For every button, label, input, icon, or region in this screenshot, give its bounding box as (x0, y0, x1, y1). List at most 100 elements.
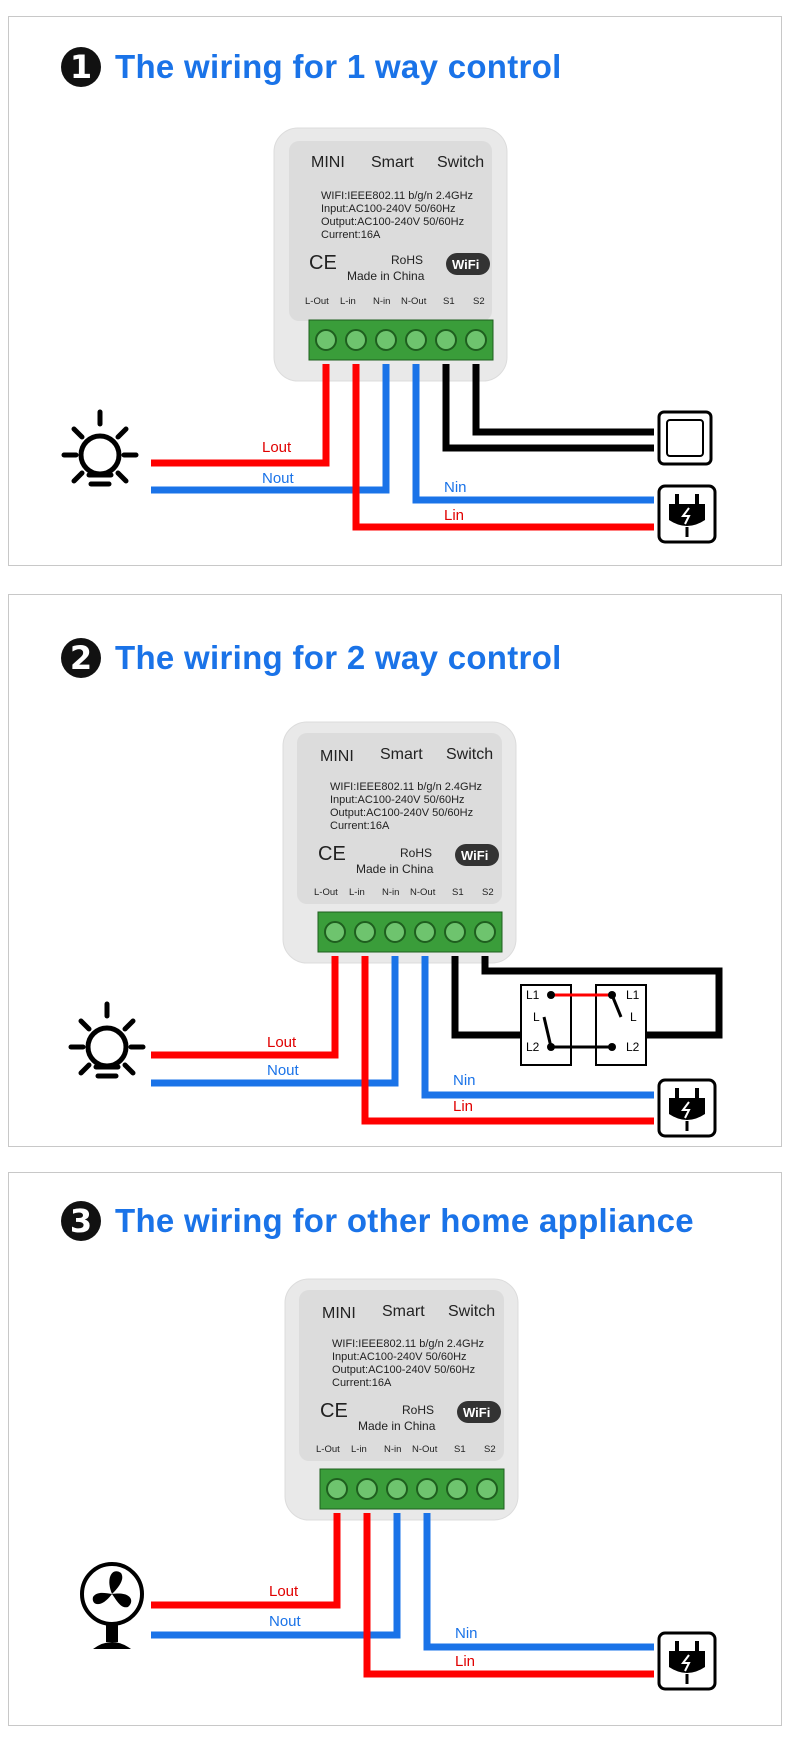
wire-label-nin: Nin (453, 1072, 476, 1089)
bulb-icon (61, 409, 139, 487)
wire-label-nin: Nin (444, 479, 467, 496)
section-title: The wiring for 2 way control (115, 639, 562, 676)
svg-text:WiFi: WiFi (461, 848, 488, 863)
wire-label-lout: Lout (262, 439, 292, 456)
wall-switch-icon (657, 410, 713, 466)
wire-label-nout: Nout (269, 1613, 302, 1630)
section-number-badge: 2 (61, 638, 101, 678)
ce-mark-icon: CE (320, 1400, 348, 1422)
section-title: The wiring for 1 way control (115, 48, 562, 85)
terminal-label: S2 (473, 296, 485, 307)
wire-label-lin: Lin (444, 507, 464, 524)
terminal-label: N-in (384, 1444, 401, 1455)
spec-line: WIFI:IEEE802.11 b/g/n 2.4GHz (330, 781, 482, 793)
section-2-panel: 2 The wiring for 2 way control MINI Smar… (8, 594, 782, 1147)
terminal-label: L-in (349, 887, 365, 898)
two-way-switch-pair: L1 L L2 L1 L L2 (520, 984, 647, 1066)
switch-terminal-l: L (630, 1010, 637, 1024)
ce-mark-icon: CE (318, 843, 346, 865)
spec-line: Input:AC100-240V 50/60Hz (321, 203, 456, 215)
section-2-heading: 2 The wiring for 2 way control (61, 638, 562, 678)
made-in-label: Made in China (356, 862, 434, 876)
wire-nout (151, 956, 399, 1087)
smart-switch-module: MINI Smart Switch WIFI:IEEE802.11 b/g/n … (273, 127, 508, 382)
terminal-label: S1 (452, 887, 464, 898)
wire-nin (421, 956, 654, 1099)
terminal-label: S2 (482, 887, 494, 898)
device-model: Smart (382, 1303, 425, 1320)
terminal-label: L-Out (305, 296, 329, 307)
wires (151, 364, 654, 531)
terminal-label: S1 (454, 1444, 466, 1455)
section-1-panel: 1 The wiring for 1 way control MINI Smar… (8, 16, 782, 566)
spec-line: WIFI:IEEE802.11 b/g/n 2.4GHz (321, 190, 473, 202)
made-in-label: Made in China (347, 269, 425, 283)
wire-lout (151, 956, 339, 1059)
rohs-label: RoHS (391, 253, 423, 267)
section-number-badge: 1 (61, 47, 101, 87)
terminal-label: S1 (443, 296, 455, 307)
switch-terminal-l: L (533, 1010, 540, 1024)
wire-label-lout: Lout (269, 1583, 299, 1600)
wifi-logo-icon: WiFi (457, 1401, 501, 1423)
spec-line: Current:16A (330, 820, 390, 832)
rohs-label: RoHS (402, 1403, 434, 1417)
terminal-label: N-in (373, 296, 390, 307)
spec-line: Input:AC100-240V 50/60Hz (330, 794, 465, 806)
terminal-label: N-in (382, 887, 399, 898)
rohs-label: RoHS (400, 846, 432, 860)
device-model: Smart (371, 154, 414, 171)
spec-line: Output:AC100-240V 50/60Hz (330, 807, 473, 819)
terminal-label: N-Out (412, 1444, 438, 1455)
spec-line: Current:16A (332, 1377, 392, 1389)
terminal-label: L-Out (314, 887, 338, 898)
wire-nout (151, 1513, 401, 1639)
wiring-diagram-1: MINI Smart Switch WIFI:IEEE802.11 b/g/n … (61, 127, 717, 544)
wire-label-lin: Lin (455, 1653, 475, 1670)
plug-icon (657, 484, 717, 544)
wire-lout (151, 364, 330, 467)
terminal-label: N-Out (401, 296, 427, 307)
spec-line: WIFI:IEEE802.11 b/g/n 2.4GHz (332, 1338, 484, 1350)
ce-mark-icon: CE (309, 252, 337, 274)
terminal-label: L-Out (316, 1444, 340, 1455)
wire-label-nout: Nout (262, 470, 295, 487)
wifi-logo-icon: WiFi (446, 253, 490, 275)
terminal-label: L-in (340, 296, 356, 307)
wiring-diagram-3: MINI Smart Switch WIFI:IEEE802.11 b/g/n … (80, 1278, 717, 1691)
wire-nin (423, 1513, 654, 1651)
section-3-panel: 3 The wiring for other home appliance MI… (8, 1172, 782, 1726)
wire-lout (151, 1513, 341, 1609)
wire-label-lout: Lout (267, 1034, 297, 1051)
fan-icon (80, 1562, 144, 1649)
wire-nin (412, 364, 654, 504)
wires (151, 1513, 654, 1678)
wire-nout (151, 364, 390, 494)
wire-lin (363, 1513, 654, 1678)
wire-lin (361, 956, 654, 1125)
switch-terminal-l2: L2 (626, 1040, 640, 1054)
section-3-heading: 3 The wiring for other home appliance (61, 1201, 694, 1241)
bulb-icon (68, 1001, 146, 1079)
wire-lin (352, 364, 654, 531)
svg-text:WiFi: WiFi (463, 1405, 490, 1420)
device-type: Switch (448, 1303, 495, 1320)
svg-text:WiFi: WiFi (452, 257, 479, 272)
section-1-heading: 1 The wiring for 1 way control (61, 47, 562, 87)
spec-line: Output:AC100-240V 50/60Hz (332, 1364, 475, 1376)
wiring-diagram-2: MINI Smart Switch WIFI:IEEE802.11 b/g/n … (68, 721, 723, 1138)
section-title: The wiring for other home appliance (115, 1202, 694, 1239)
device-type: Switch (446, 746, 493, 763)
smart-switch-module: MINI Smart Switch WIFI:IEEE802.11 b/g/n … (284, 1278, 519, 1521)
smart-switch-module: MINI Smart Switch WIFI:IEEE802.11 b/g/n … (282, 721, 517, 964)
terminal-label: L-in (351, 1444, 367, 1455)
device-brand: MINI (322, 1305, 356, 1322)
spec-line: Current:16A (321, 229, 381, 241)
wire-label-nin: Nin (455, 1625, 478, 1642)
section-number-badge: 3 (61, 1201, 101, 1241)
spec-line: Input:AC100-240V 50/60Hz (332, 1351, 467, 1363)
terminal-label: N-Out (410, 887, 436, 898)
switch-terminal-l1: L1 (626, 988, 640, 1002)
wire-label-lin: Lin (453, 1098, 473, 1115)
device-model: Smart (380, 746, 423, 763)
